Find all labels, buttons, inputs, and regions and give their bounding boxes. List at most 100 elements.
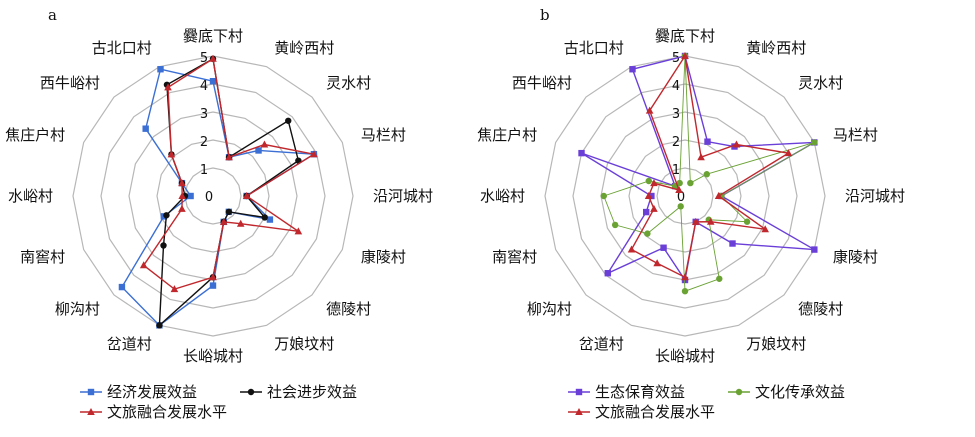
data-point [255,147,262,154]
category-label: 沿河城村 [373,187,433,205]
category-label: 黄岭西村 [274,39,334,57]
data-point [681,273,689,281]
category-label: 长峪城村 [183,347,243,365]
legend-item: 经济发展效益 [80,383,197,401]
data-point [681,288,689,295]
tick-label: 4 [672,79,680,94]
data-point [645,106,654,114]
data-point [163,212,170,219]
data-point [648,192,655,200]
grid-ring [156,139,270,253]
category-label: 南窖村 [492,248,537,266]
data-point [600,192,607,200]
data-point [703,171,710,178]
category-label: 爨底下村 [655,27,715,45]
category-label: 万娘坟村 [274,335,334,353]
data-point [650,204,658,212]
legend-marker [575,388,583,396]
tick-label: 4 [200,79,208,94]
category-label: 水峪村 [8,187,53,205]
legend-label: 经济发展效益 [107,383,197,401]
grid-ring [544,55,826,337]
grid-ring [100,83,326,309]
data-point [578,149,585,157]
data-point [627,245,636,253]
tick-label: 0 [205,190,213,205]
radar-chart-b: 012345爨底下村黄岭西村灵水村马栏村沿河城村康陵村德陵村万娘坟村长峪城村岔道… [477,27,905,365]
category-label: 马栏村 [833,126,878,144]
legend-label: 生态保育效益 [595,383,685,401]
panel-a-label: a [48,6,57,24]
legend-marker [87,408,95,415]
data-point [160,242,167,249]
data-point [676,179,683,187]
category-label: 康陵村 [833,248,878,266]
category-label: 长峪城村 [655,347,715,365]
category-label: 西牛峪村 [512,74,572,92]
data-point [187,192,194,200]
data-point [675,186,683,194]
category-label: 焦庄户村 [477,126,537,144]
series-line [581,55,815,282]
data-point [156,322,163,329]
legend-item: 社会进步效益 [240,383,357,401]
data-point [170,285,179,293]
data-point [260,140,269,148]
category-label: 康陵村 [361,248,406,266]
data-point [261,214,268,221]
legend-label: 文旅融合发展水平 [595,403,715,421]
data-point [225,153,233,161]
data-point [294,227,303,235]
data-point [653,259,661,267]
category-label: 德陵村 [798,300,843,318]
data-point [219,217,228,225]
legend-marker [735,388,743,396]
data-point [714,192,723,199]
radar-chart-a: 012345爨底下村黄岭西村灵水村马栏村沿河城村康陵村德陵村万娘坟村长峪城村岔道… [5,27,433,365]
tick-label: 1 [672,163,680,178]
legend-item: 生态保育效益 [568,383,685,401]
category-label: 沿河城村 [845,187,905,205]
tick-label: 0 [677,190,685,205]
data-point [784,149,793,157]
data-point [681,52,689,59]
series-3 [627,52,793,281]
data-point [118,283,126,291]
tick-label: 3 [672,107,680,122]
series-1 [118,66,318,329]
data-point [761,225,769,233]
data-point [139,261,148,269]
legend-marker [87,388,95,396]
data-point [611,221,619,229]
data-point [242,192,251,199]
legend-item: 文旅融合发展水平 [80,403,227,421]
tick-label: 1 [200,163,208,178]
data-point [167,150,176,158]
data-point [209,282,217,289]
data-point [704,138,711,145]
data-point [660,244,667,251]
data-point [142,125,149,132]
data-point [691,217,700,225]
tick-label: 2 [200,135,208,150]
data-point [209,273,217,281]
data-point [811,139,818,146]
grid-ring [572,83,798,309]
category-label: 焦庄户村 [5,126,65,144]
data-point [604,270,611,277]
data-point [164,83,172,91]
grid-ring [184,167,242,225]
panel-b-label: b [540,6,550,24]
grid-ring [72,55,354,337]
category-label: 南窖村 [20,248,65,266]
data-point [310,150,318,158]
data-point [644,192,653,199]
grid-ring [656,167,714,225]
data-point [285,117,292,124]
data-point [642,208,650,216]
data-point [732,140,741,148]
legend-label: 社会进步效益 [267,383,357,401]
category-label: 德陵村 [326,300,371,318]
